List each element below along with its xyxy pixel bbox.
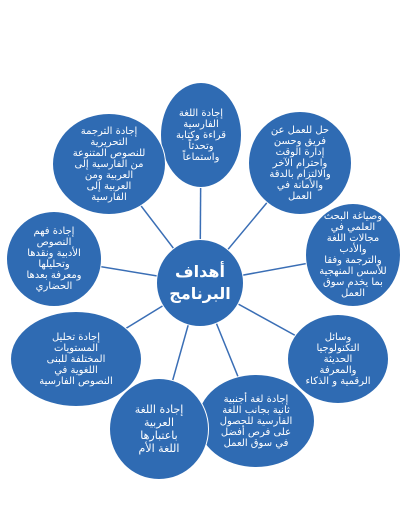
goal-node-right-lower: وسائل التكنولوجيا الحديثة والمعرفة الرقم… [287, 314, 389, 404]
goal-text-right-upper: وصياغة البحث العلمي في مجالات اللغة والأ… [319, 211, 387, 299]
goal-node-bottom-right: إجادة لغة أجنبية ثانية بجانب اللغة الفار… [197, 374, 315, 468]
goal-text-top: إجادة اللغة الفارسية قراءة وكتابة وتحدثا… [176, 107, 226, 163]
goal-node-top-right: حل للعمل عن فريق وحسن إدارة الوقت واحترا… [248, 111, 352, 215]
goal-text-top-left: إجادة الترجمة التحريرية للنصوص المتنوعة … [72, 125, 146, 203]
goal-text-left-lower: إجادة تحليل المستويات المختلفة للبنى الل… [39, 331, 113, 387]
center-label: أهداف البرنامج [169, 262, 231, 303]
goal-node-right-upper: وصياغة البحث العلمي في مجالات اللغة والأ… [305, 203, 401, 307]
goal-text-bottom-right: إجادة لغة أجنبية ثانية بجانب اللغة الفار… [219, 393, 293, 449]
goal-text-bottom-left: إجادة اللغة العربية باعتبارها اللغة الأم [134, 403, 184, 455]
goal-node-left-upper: إجادة فهم النصوص الأدبية ونقدها وتحليلها… [6, 211, 102, 307]
goal-text-right-lower: وسائل التكنولوجيا الحديثة والمعرفة الرقم… [305, 331, 371, 387]
goal-node-top: إجادة اللغة الفارسية قراءة وكتابة وتحدثا… [160, 82, 242, 188]
goal-text-top-right: حل للعمل عن فريق وحسن إدارة الوقت واحترا… [269, 124, 331, 202]
center-node: أهداف البرنامج [156, 239, 244, 327]
goal-node-bottom-left: إجادة اللغة العربية باعتبارها اللغة الأم [109, 378, 209, 480]
goal-node-top-left: إجادة الترجمة التحريرية للنصوص المتنوعة … [52, 113, 166, 215]
goal-node-left-lower: إجادة تحليل المستويات المختلفة للبنى الل… [10, 311, 142, 407]
goal-text-left-upper: إجادة فهم النصوص الأدبية ونقدها وتحليلها… [26, 226, 82, 292]
